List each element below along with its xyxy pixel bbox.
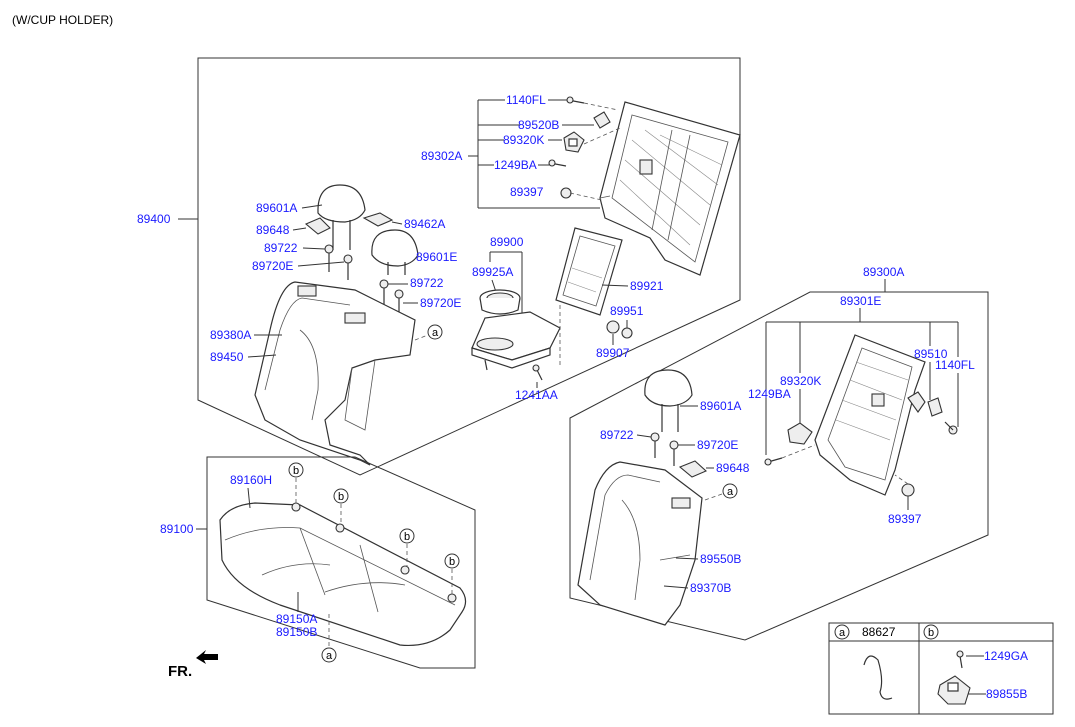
small-parts-upper: [548, 96, 621, 201]
label-89720E[interactable]: 89720E: [252, 259, 293, 273]
front-direction-label: FR.: [168, 663, 192, 680]
label-89300A[interactable]: 89300A: [863, 265, 904, 279]
seatback-cover-right: [577, 461, 703, 626]
label-89462A[interactable]: 89462A: [404, 217, 445, 231]
front-arrow-icon: [196, 650, 218, 664]
label-89100[interactable]: 89100: [160, 522, 194, 536]
legend-part-89855B[interactable]: 89855B: [986, 687, 1027, 701]
headrest-89601A-right: [644, 369, 693, 432]
label-89900[interactable]: 89900: [490, 235, 524, 249]
label-89648-b[interactable]: 89648: [716, 461, 750, 475]
svg-text:a: a: [432, 327, 439, 339]
label-89160H[interactable]: 89160H: [230, 473, 272, 487]
legend-part-88627[interactable]: 88627: [862, 625, 896, 639]
guide-89462A: [362, 212, 394, 227]
label-89320K-b[interactable]: 89320K: [780, 374, 821, 388]
seatback-frame-upper: [599, 101, 741, 276]
callout-a-right[interactable]: [722, 483, 738, 499]
label-89921[interactable]: 89921: [630, 279, 664, 293]
group-89400-outline: [197, 57, 741, 476]
cup-holder-insert: [479, 289, 521, 315]
label-1140FL-b[interactable]: 1140FL: [935, 358, 975, 372]
label-89370B[interactable]: 89370B: [690, 581, 731, 595]
svg-text:b: b: [449, 556, 455, 568]
svg-text:a: a: [326, 650, 333, 662]
seatback-frame-right: [814, 334, 943, 496]
headrest-89601A-upper: [317, 184, 366, 250]
legend-part-1249GA[interactable]: 1249GA: [984, 649, 1028, 663]
callout-b-1[interactable]: [288, 462, 304, 478]
label-89601A[interactable]: 89601A: [256, 201, 297, 215]
label-89400[interactable]: 89400: [137, 212, 171, 226]
callout-b-2[interactable]: [333, 488, 349, 504]
label-89150A[interactable]: 89150A: [276, 612, 317, 626]
svg-text:b: b: [928, 627, 934, 639]
svg-text:b: b: [404, 531, 410, 543]
armrest-panel-89921: [555, 227, 623, 365]
label-89380A[interactable]: 89380A: [210, 328, 251, 342]
label-1140FL[interactable]: 1140FL: [506, 93, 546, 107]
bracket-89301E: [765, 308, 959, 455]
callouts-b-cushion: b b b b: [288, 462, 460, 594]
svg-text:b: b: [293, 465, 299, 477]
part-89907: [606, 320, 620, 334]
hook-88627-icon: [863, 655, 893, 700]
label-89722-b[interactable]: 89722: [410, 276, 444, 290]
guide-89648-b: [678, 460, 708, 478]
guide-89648: [304, 217, 331, 235]
legend-table: a 88627 b 1249GA 89855B: [828, 622, 1054, 715]
label-89397[interactable]: 89397: [510, 185, 544, 199]
label-89510[interactable]: 89510: [914, 347, 948, 361]
svg-text:a: a: [839, 627, 846, 639]
label-89907[interactable]: 89907: [596, 346, 630, 360]
seat-cushion: [219, 502, 467, 647]
label-89720E-b[interactable]: 89720E: [420, 296, 461, 310]
label-1241AA[interactable]: 1241AA: [515, 388, 558, 402]
label-89722[interactable]: 89722: [264, 241, 298, 255]
label-89601E[interactable]: 89601E: [416, 250, 457, 264]
callout-b-4[interactable]: [444, 553, 460, 569]
bracket-89302A: [468, 99, 600, 209]
label-89951[interactable]: 89951: [610, 304, 644, 318]
label-1249BA-b[interactable]: 1249BA: [748, 387, 791, 401]
label-89720E-c[interactable]: 89720E: [697, 438, 738, 452]
label-89301E[interactable]: 89301E: [840, 294, 881, 308]
label-89397-b[interactable]: 89397: [888, 512, 922, 526]
callout-a-cushion[interactable]: [321, 647, 337, 663]
label-89648[interactable]: 89648: [256, 223, 290, 237]
headrest-89601E: [371, 229, 419, 275]
label-89925A[interactable]: 89925A: [472, 265, 513, 279]
pins-right: [650, 432, 679, 466]
callout-b-3[interactable]: [399, 528, 415, 544]
cup-holder-body: [471, 311, 561, 371]
screw-1241AA: [532, 364, 543, 381]
part-89951: [621, 327, 633, 339]
group-89300A-outline: [569, 291, 989, 641]
label-89450[interactable]: 89450: [210, 350, 244, 364]
label-89550B[interactable]: 89550B: [700, 552, 741, 566]
label-89150B[interactable]: 89150B: [276, 625, 317, 639]
label-1249BA[interactable]: 1249BA: [494, 158, 537, 172]
diagram-header: (W/CUP HOLDER): [12, 13, 113, 27]
label-89302A[interactable]: 89302A: [421, 149, 462, 163]
svg-text:a: a: [727, 486, 734, 498]
label-89601A-b[interactable]: 89601A: [700, 399, 741, 413]
label-89722-c[interactable]: 89722: [600, 428, 634, 442]
label-89520B[interactable]: 89520B: [518, 118, 559, 132]
group-89100-outline: [206, 456, 476, 669]
callout-a-upper[interactable]: [427, 324, 443, 340]
svg-text:b: b: [338, 491, 344, 503]
label-89320K[interactable]: 89320K: [503, 133, 544, 147]
